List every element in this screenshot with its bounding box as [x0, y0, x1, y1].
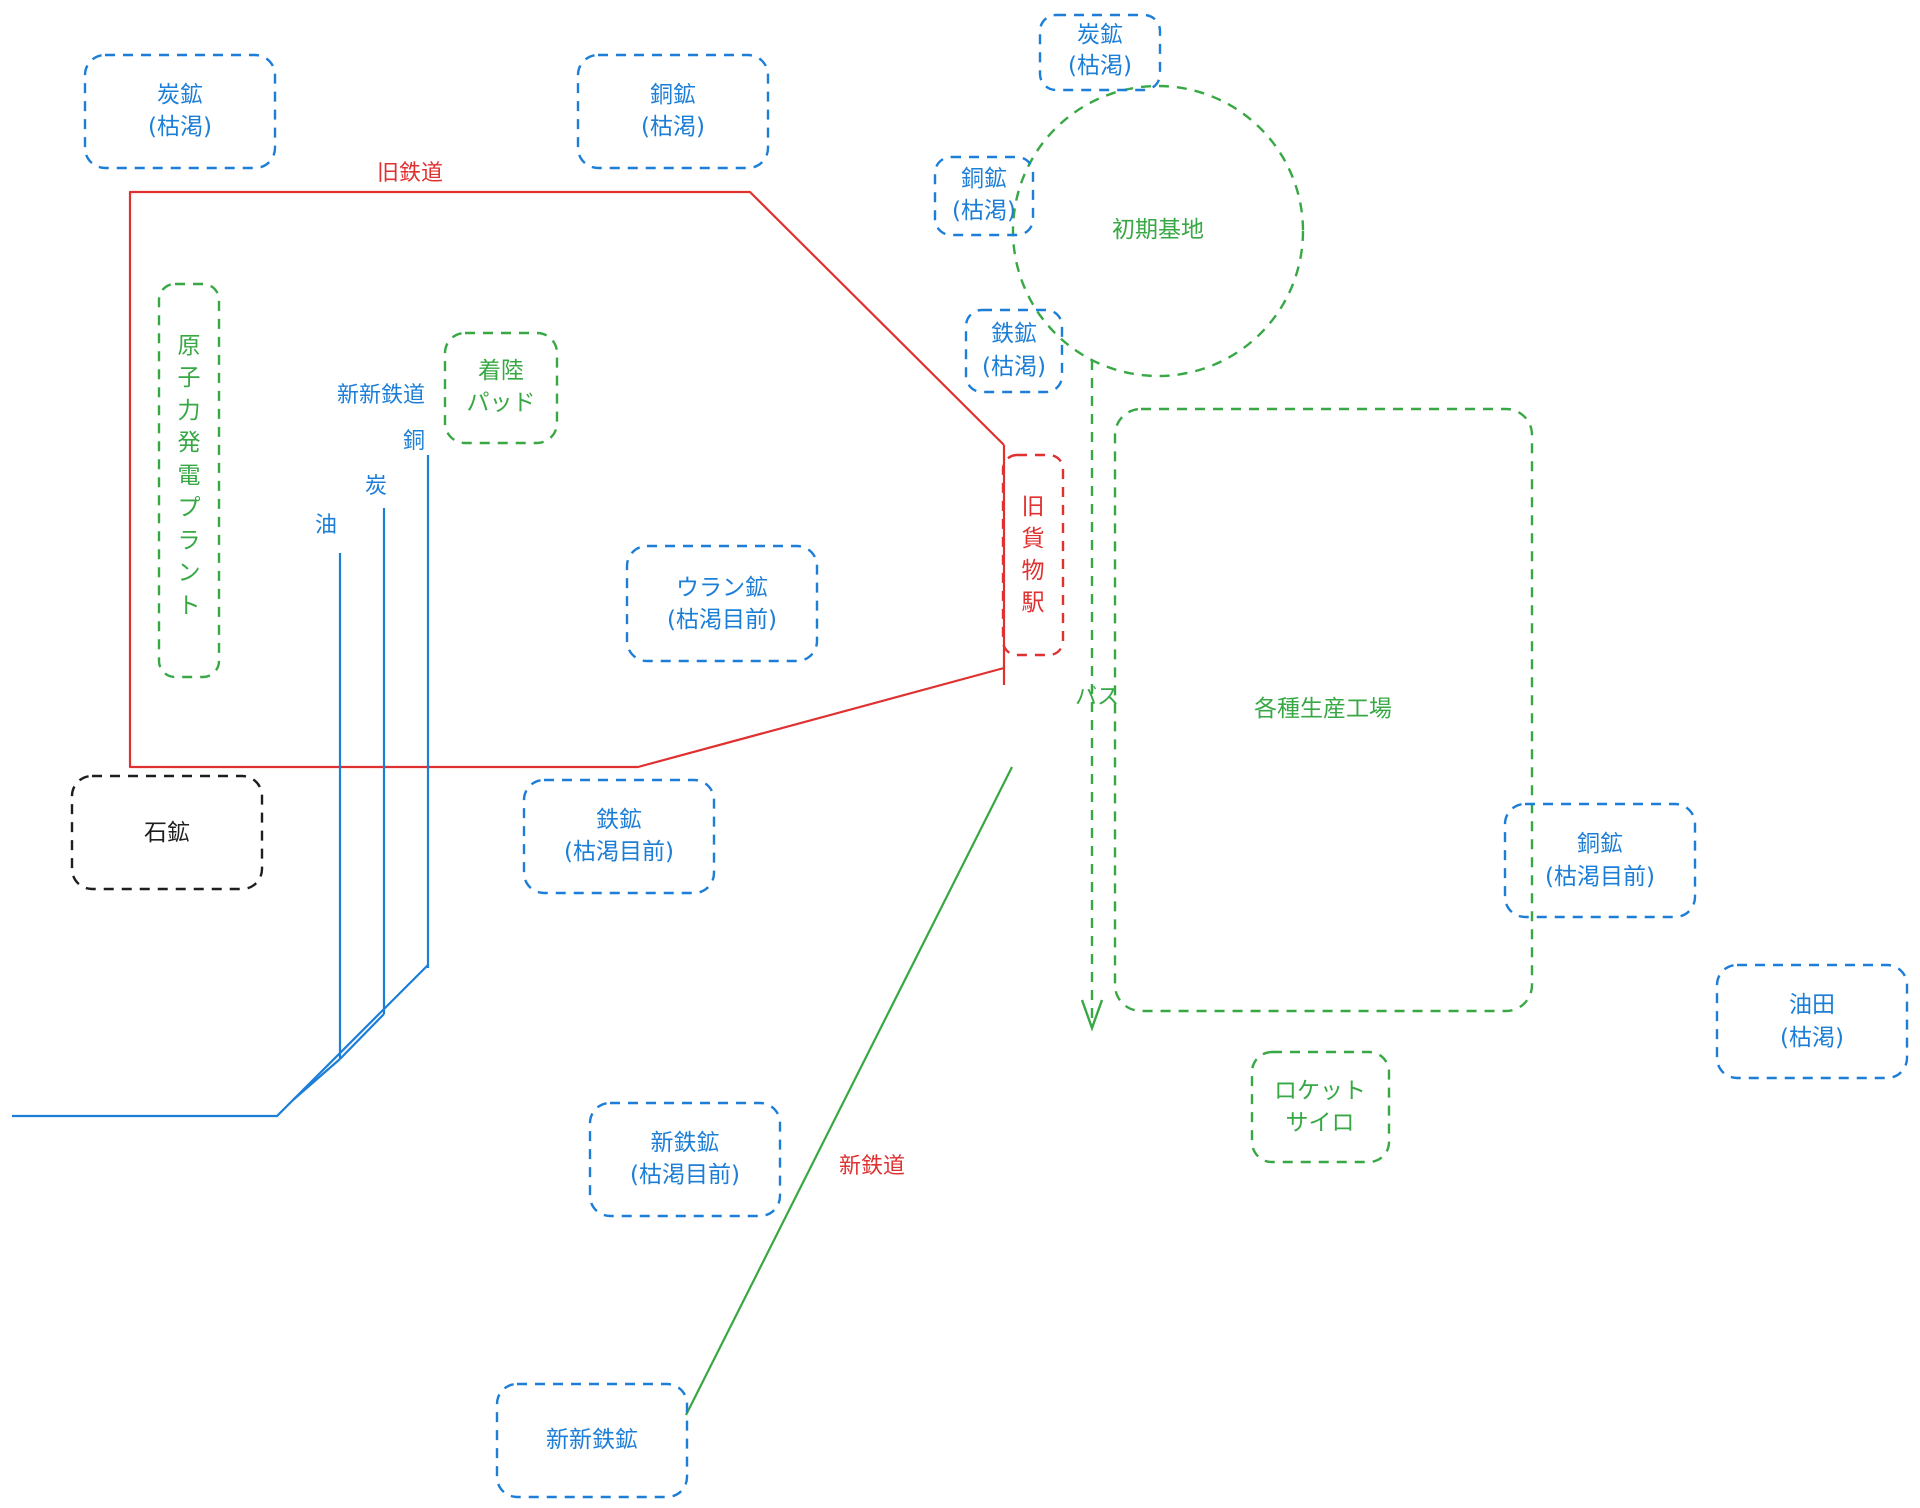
main-bus-line [12, 964, 429, 1118]
iron-mine-right-line-2: (枯渇) [982, 354, 1046, 380]
old-freight-station-char-2: 貨 [1022, 526, 1045, 552]
nuclear-plant-char-9: ト [178, 593, 201, 619]
uranium-mine-line-1: ウラン鉱 [676, 575, 768, 601]
old-freight-station-char-1: 旧 [1022, 494, 1045, 520]
oil-field-line-1: 油田 [1789, 992, 1835, 1018]
old-railway-label: 旧鉄道 [377, 161, 443, 186]
nuclear-plant-char-3: 力 [178, 398, 201, 424]
rocket-silo-box [1250, 1050, 1391, 1164]
oil-field-box [1715, 963, 1909, 1080]
nuclear-plant-char-4: 発 [178, 430, 201, 456]
landing-pad-line-2: パッド [467, 390, 536, 416]
landing-pad-box [443, 331, 559, 445]
coal-mine-left-line-1: 炭鉱 [157, 82, 203, 108]
stone-mine-box [70, 774, 264, 891]
nuclear-plant-char-2: 子 [178, 365, 201, 391]
stone-mine-label: 石鉱 [144, 820, 190, 846]
coal-line-join [339, 1013, 385, 1060]
rocket-silo-line-1: ロケット [1274, 1078, 1366, 1104]
copper-mine-top-box [576, 53, 770, 170]
nuclear-plant-box [157, 282, 221, 679]
copper-line-label: 銅 [403, 429, 425, 454]
copper-mine-top-line-1: 銅鉱 [650, 82, 696, 108]
coal-line-label: 炭 [365, 474, 387, 499]
oil-line-label: 油 [315, 513, 337, 538]
old-railway-line [128, 190, 1005, 769]
initial-base-circle [1011, 84, 1305, 378]
nuclear-plant-char-7: ラ [178, 528, 201, 554]
copper-mine-right-box [933, 155, 1035, 237]
nuclear-plant-char-1: 原 [178, 333, 201, 359]
coal-mine-left-box [83, 53, 277, 170]
uranium-mine-line-2: (枯渇目前) [667, 607, 777, 633]
new-railway-line [685, 766, 1013, 1416]
iron-mine-center-line-2: (枯渇目前) [564, 839, 674, 865]
landing-pad-line-1: 着陸 [478, 358, 524, 384]
iron-mine-center-line-1: 鉄鉱 [596, 807, 642, 833]
new-iron-mine-line-1: 新鉄鉱 [651, 1130, 720, 1156]
copper-mine-far-right-line-1: 銅鉱 [1577, 831, 1623, 857]
oil-field-line-2: (枯渇) [1780, 1025, 1844, 1051]
nuclear-plant-char-5: 電 [178, 463, 201, 489]
copper-mine-far-right-line-2: (枯渇目前) [1545, 864, 1655, 890]
copper-mine-top-line-2: (枯渇) [641, 114, 705, 140]
coal-mine-right-line-1: 炭鉱 [1077, 22, 1123, 48]
copper-mine-right-line-1: 銅鉱 [961, 166, 1007, 192]
nuclear-plant-char-8: ン [178, 560, 201, 586]
oil-line-join [292, 1058, 341, 1101]
newer-iron-mine-label: 新新鉄鉱 [546, 1427, 638, 1453]
newer-railway-label: 新新鉄道 [337, 383, 425, 408]
iron-mine-center-box [522, 778, 716, 895]
newer-iron-mine-box [495, 1382, 689, 1499]
coal-mine-right-box [1038, 13, 1162, 92]
factories-label: 各種生産工場 [1254, 696, 1392, 722]
new-iron-mine-line-2: (枯渇目前) [630, 1162, 740, 1188]
old-freight-station-box [1001, 453, 1065, 657]
factories-box [1113, 407, 1534, 1013]
uranium-mine-box [625, 544, 819, 663]
nuclear-plant-char-6: プ [178, 495, 201, 521]
iron-mine-right-box [964, 308, 1064, 394]
bus-arrowhead [1080, 999, 1104, 1032]
iron-mine-right-line-1: 鉄鉱 [991, 321, 1037, 347]
coal-mine-right-line-2: (枯渇) [1068, 53, 1132, 79]
old-freight-station-char-3: 物 [1022, 558, 1045, 584]
bus-label: バス [1075, 685, 1119, 710]
initial-base-label: 初期基地 [1112, 217, 1204, 243]
coal-mine-left-line-2: (枯渇) [148, 114, 212, 140]
new-railway-label: 新鉄道 [839, 1154, 905, 1179]
rocket-silo-line-2: サイロ [1286, 1110, 1355, 1136]
copper-mine-far-right-box [1503, 802, 1697, 919]
copper-mine-right-line-2: (枯渇) [952, 198, 1016, 224]
new-iron-mine-box [588, 1101, 782, 1218]
old-freight-station-char-4: 駅 [1022, 590, 1045, 616]
